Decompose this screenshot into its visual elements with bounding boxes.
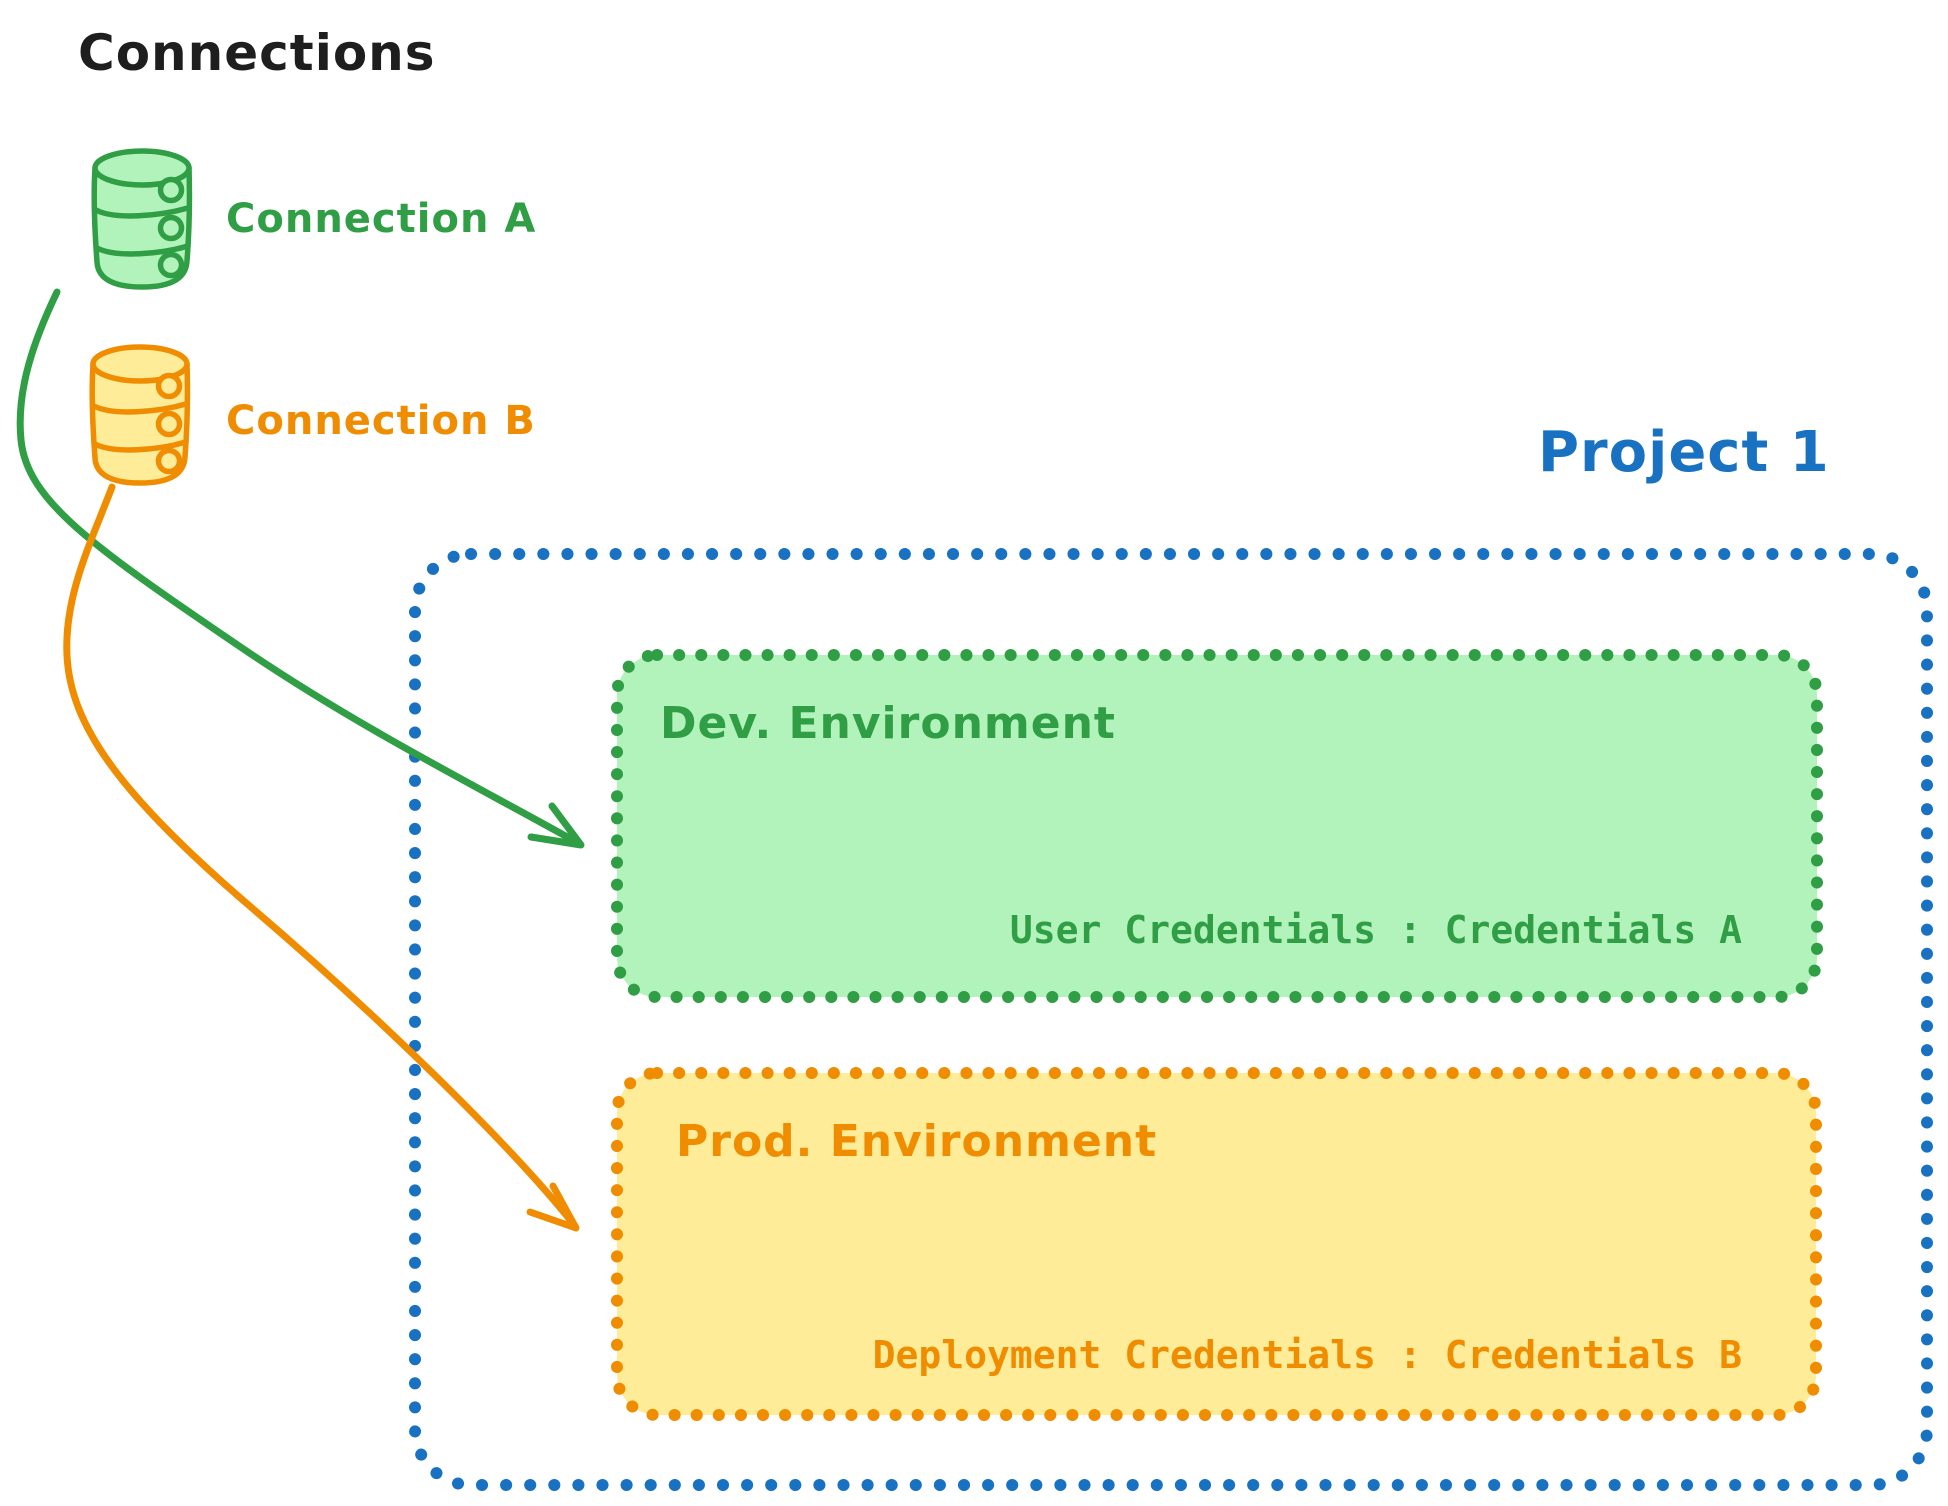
dev-environment-credentials: User Credentials : Credentials A <box>1009 908 1742 952</box>
connections-title: Connections <box>78 24 436 82</box>
database-icon <box>91 148 193 290</box>
database-icon <box>89 344 191 486</box>
prod-environment-label: Prod. Environment <box>676 1116 1158 1167</box>
dev-environment-label: Dev. Environment <box>660 698 1116 749</box>
prod-environment-credentials: Deployment Credentials : Credentials B <box>872 1333 1742 1377</box>
arrow-connection-b-to-prod <box>63 483 580 1232</box>
connection-a-label: Connection A <box>226 196 537 242</box>
arrow-connection-a-to-dev <box>16 288 585 849</box>
project-1-box <box>409 548 1933 1491</box>
prod-environment-box <box>611 1067 1822 1421</box>
project-1-label: Project 1 <box>1538 420 1830 485</box>
dev-environment-box <box>611 649 1823 1003</box>
connection-b-label: Connection B <box>226 398 536 444</box>
